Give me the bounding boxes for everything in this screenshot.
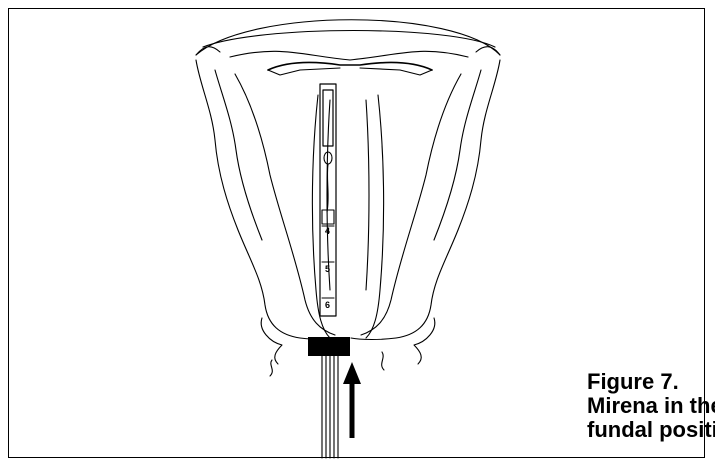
- inserter-flange: [308, 337, 350, 356]
- figure-caption: Figure 7. Mirena in the fundal position: [587, 370, 715, 442]
- iud-arms: [268, 63, 432, 70]
- caption-line-3: fundal position: [587, 418, 715, 442]
- caption-line-2: Mirena in the: [587, 394, 715, 418]
- tube-mark-5: 5: [325, 264, 330, 274]
- tube-mark-6: 6: [325, 300, 330, 310]
- tube-mark-4: 4: [325, 226, 330, 236]
- uterine-dome-inner: [203, 31, 495, 48]
- iud-bulb: [324, 152, 332, 164]
- caption-line-1: Figure 7.: [587, 370, 715, 394]
- right-uterine-wall: [351, 60, 500, 340]
- fundal-cavity: [230, 51, 468, 60]
- arrow-up-icon: [343, 362, 361, 438]
